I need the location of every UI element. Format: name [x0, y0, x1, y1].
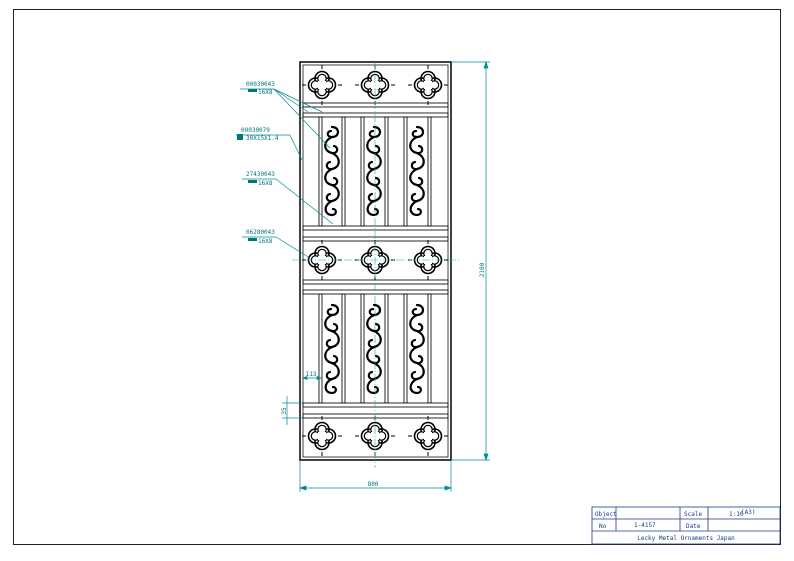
bar-gap-dimension [302, 375, 322, 381]
part-spec-3: 16X8 [258, 180, 273, 187]
bar-gap-dimension-text: 113 [306, 371, 317, 378]
part-spec-4: 16X8 [258, 238, 273, 245]
upper-scrolls [324, 125, 425, 217]
scale-note: (A3) [741, 509, 755, 516]
part-spec-1: 16X8 [258, 89, 273, 96]
company-name: Lecky Metal Ornaments Japan [637, 535, 735, 542]
lower-bars [318, 293, 432, 404]
width-dimension-text: 800 [368, 481, 379, 488]
no-value: 1-4157 [634, 522, 656, 529]
part-label-1: 00030043 16X8 [246, 81, 275, 96]
rail-dimension-text: 35 [281, 407, 288, 415]
leader-lines [236, 88, 334, 259]
height-dimension-text: 2100 [479, 262, 486, 277]
object-label: Object [595, 511, 617, 518]
title-block: Object Scale 1:10 (A3) No 1-4157 Date Le… [591, 506, 781, 545]
rail-dimension [282, 396, 303, 425]
lower-scrolls [324, 303, 425, 395]
center-lines [292, 62, 460, 468]
part-label-2: 00030079 30X15X1.4 [237, 127, 279, 142]
part-code-3: 27430043 [246, 171, 275, 178]
part-code-4: 06280043 [246, 229, 275, 236]
part-label-4: 06280043 16X8 [246, 229, 275, 245]
scale-value: 1:10 [729, 511, 744, 518]
date-label: Date [686, 523, 701, 530]
width-dimension [298, 460, 453, 492]
sheet-border [13, 9, 781, 545]
no-label: No [599, 523, 607, 530]
part-spec-2: 30X15X1.4 [246, 135, 279, 142]
upper-bars [318, 116, 432, 227]
scale-label: Scale [684, 511, 702, 518]
height-dimension [451, 60, 490, 462]
part-code-1: 00030043 [246, 81, 275, 88]
part-code-2: 00030079 [241, 127, 270, 134]
part-label-3: 27430043 16X8 [246, 171, 275, 187]
